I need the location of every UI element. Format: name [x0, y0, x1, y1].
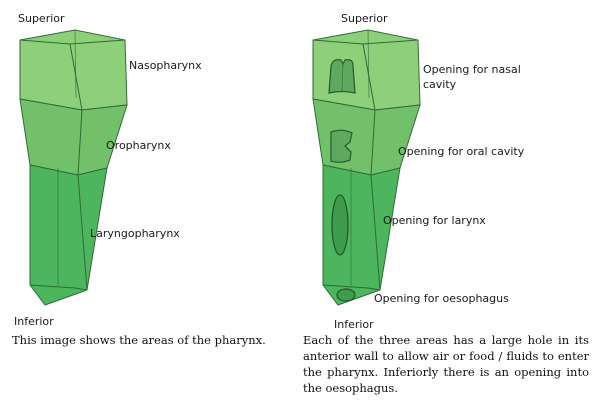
larynx-opening	[331, 194, 349, 256]
oropharynx-label: Oropharynx	[106, 139, 171, 152]
nasal-cavity-opening	[328, 58, 356, 94]
laryngopharynx-label: Laryngopharynx	[90, 227, 180, 240]
right-superior-label: Superior	[341, 12, 388, 25]
left-laryngopharynx-segment	[29, 164, 108, 306]
larynx-opening-label: Opening for larynx	[383, 214, 486, 227]
right-inferior-label: Inferior	[334, 318, 374, 331]
nasopharynx-label: Nasopharynx	[129, 59, 202, 72]
right-pharynx-diagram: Superior Opening for nasal cavity Openin…	[312, 12, 525, 331]
oral-cavity-opening-label: Opening for oral cavity	[398, 145, 525, 158]
left-inferior-label: Inferior	[14, 315, 54, 328]
left-superior-label: Superior	[18, 12, 65, 25]
oesophagus-opening-label: Opening for oesophagus	[374, 292, 509, 305]
nasal-cavity-opening-label-line2: cavity	[423, 78, 457, 91]
oral-cavity-opening	[330, 129, 353, 163]
right-oropharynx-segment	[312, 98, 421, 176]
right-nasopharynx-segment	[312, 29, 421, 111]
right-caption: Each of the three areas has a large hole…	[303, 333, 589, 395]
oesophagus-opening	[336, 288, 356, 302]
left-oropharynx-segment	[19, 98, 128, 176]
left-caption: This image shows the areas of the pharyn…	[12, 333, 266, 347]
nasal-cavity-opening-label-line1: Opening for nasal	[423, 63, 521, 76]
left-nasopharynx-segment	[19, 29, 128, 111]
left-pharynx-diagram: Superior Nasopharynx Oropharynx Laryngop…	[14, 12, 202, 328]
